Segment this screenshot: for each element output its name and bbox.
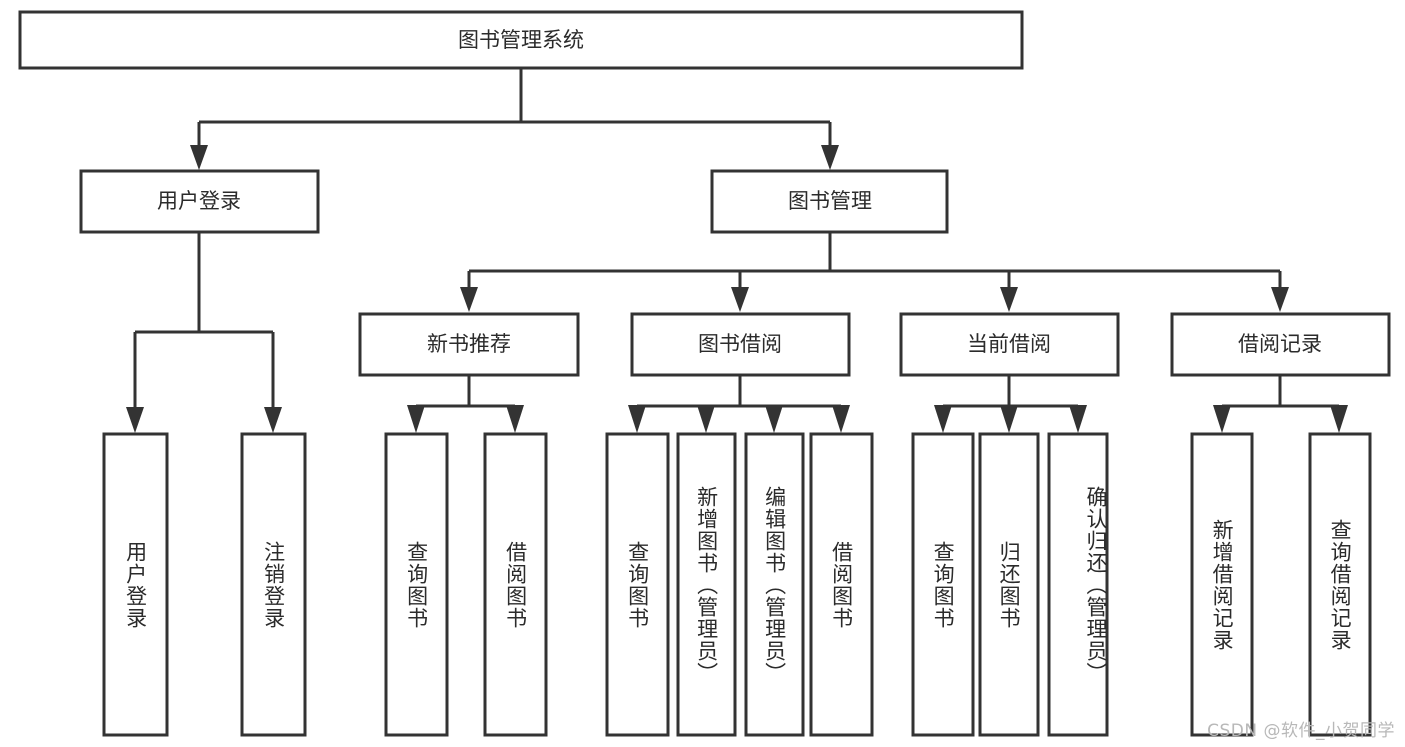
- arrowhead-leaf-add-book: [697, 405, 715, 433]
- connector-group-borrow-record-leaves: [1213, 375, 1348, 433]
- leaf-boxes-new-book-recommend: [384, 432, 548, 737]
- arrowhead-leaf-user-logout: [264, 407, 282, 433]
- node-leaf-query-book-1-box[interactable]: [384, 432, 449, 737]
- node-book-borrow-label: 图书借阅: [698, 332, 782, 356]
- node-leaf-borrow-book-1-box[interactable]: [483, 432, 548, 737]
- node-borrow-record-box[interactable]: [1170, 312, 1391, 377]
- node-new-book-recommend-label: 新书推荐: [427, 332, 511, 356]
- node-leaf-borrow-book-2-box[interactable]: [809, 432, 874, 737]
- arrowhead-leaf-borrow-book-1: [506, 405, 524, 433]
- arrowhead-leaf-confirm-return: [1069, 405, 1087, 433]
- node-user-login-label: 用户登录: [157, 189, 241, 213]
- node-leaf-add-book-box[interactable]: [676, 432, 737, 737]
- node-leaf-confirm-return-box[interactable]: [1047, 432, 1109, 737]
- arrowhead-leaf-query-book-2: [628, 405, 646, 433]
- arrowhead-leaf-edit-book: [765, 405, 783, 433]
- arrowhead-leaf-user-login: [126, 407, 144, 433]
- node-new-book-recommend-box[interactable]: [358, 312, 580, 377]
- node-book-manage-label: 图书管理: [788, 189, 872, 213]
- arrowhead-user-login: [190, 145, 208, 170]
- node-book-manage-box[interactable]: [710, 169, 949, 234]
- node-leaf-return-book-box[interactable]: [978, 432, 1040, 737]
- leaf-boxes-borrow-record: [1190, 432, 1372, 737]
- node-leaf-query-book-2-box[interactable]: [605, 432, 670, 737]
- leaf-boxes-current-borrow: [911, 432, 1109, 737]
- connector-group-current-borrow-leaves: [934, 375, 1087, 433]
- connector-group-book-manage-to-level3: [460, 233, 1289, 312]
- connector-group-root-to-level2: [190, 68, 839, 170]
- arrowhead-leaf-query-record: [1330, 405, 1348, 433]
- node-book-borrow[interactable]: 图书借阅: [630, 312, 851, 377]
- arrowhead-new-book: [460, 287, 478, 312]
- leaf-boxes-book-borrow: [605, 432, 874, 737]
- connector-group-user-login-leaves: [126, 232, 282, 433]
- arrowhead-borrow-record: [1271, 287, 1289, 312]
- node-user-login[interactable]: 用户登录: [79, 169, 320, 234]
- arrowhead-leaf-return-book: [1000, 405, 1018, 433]
- node-user-login-box[interactable]: [79, 169, 320, 234]
- node-leaf-edit-book-box[interactable]: [744, 432, 805, 737]
- leaf-boxes-user-login: [102, 432, 307, 737]
- arrowhead-book-borrow: [731, 287, 749, 312]
- csdn-watermark: CSDN @软件_小贺同学: [1207, 721, 1395, 741]
- node-root-label: 图书管理系统: [458, 28, 584, 52]
- node-leaf-user-logout-box[interactable]: [240, 432, 307, 737]
- node-book-manage[interactable]: 图书管理: [710, 169, 949, 234]
- node-new-book-recommend[interactable]: 新书推荐: [358, 312, 580, 377]
- arrowhead-current-borrow: [1000, 287, 1018, 312]
- node-book-borrow-box[interactable]: [630, 312, 851, 377]
- arrowhead-leaf-borrow-book-2: [832, 405, 850, 433]
- node-root-box[interactable]: [18, 10, 1024, 70]
- arrowhead-book-manage: [821, 145, 839, 170]
- node-current-borrow-box[interactable]: [899, 312, 1120, 377]
- node-borrow-record[interactable]: 借阅记录: [1170, 312, 1391, 377]
- node-borrow-record-label: 借阅记录: [1238, 332, 1322, 356]
- arrowhead-leaf-query-book-1: [407, 405, 425, 433]
- connector-group-book-borrow-leaves: [628, 375, 850, 433]
- node-current-borrow[interactable]: 当前借阅: [899, 312, 1120, 377]
- arrowhead-leaf-add-record: [1213, 405, 1231, 433]
- node-leaf-query-record-box[interactable]: [1308, 432, 1372, 737]
- arrowhead-leaf-query-book-3: [934, 405, 952, 433]
- node-root[interactable]: 图书管理系统: [18, 10, 1024, 70]
- node-current-borrow-label: 当前借阅: [967, 332, 1051, 356]
- node-leaf-add-record-box[interactable]: [1190, 432, 1254, 737]
- node-leaf-query-book-3-box[interactable]: [911, 432, 975, 737]
- node-leaf-user-login-box[interactable]: [102, 432, 169, 737]
- connector-group-new-book-leaves: [407, 375, 524, 433]
